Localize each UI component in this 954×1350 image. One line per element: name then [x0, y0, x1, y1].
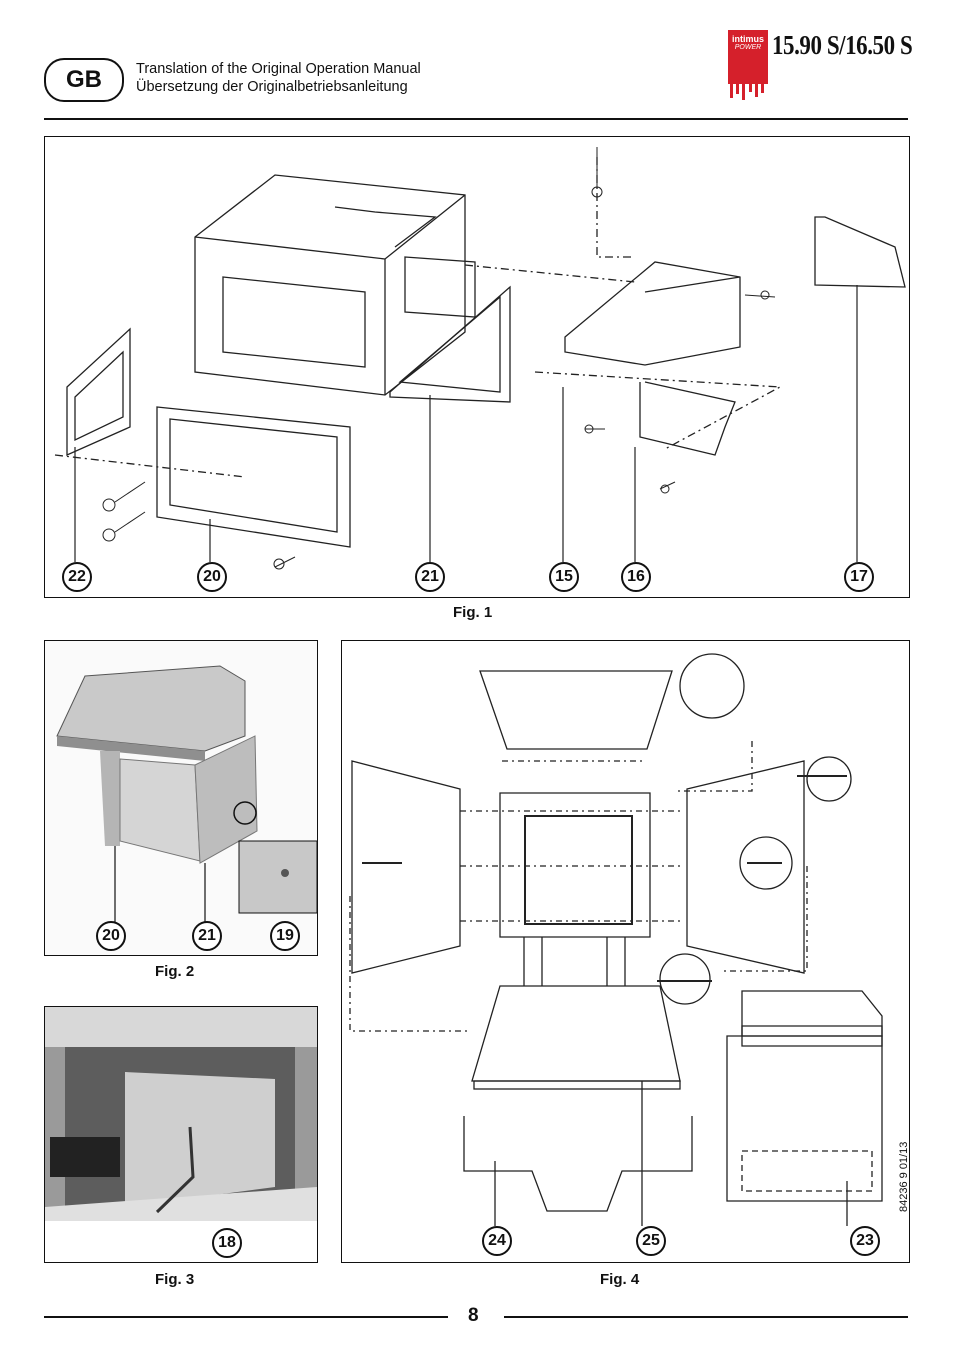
callout-21: 21 [415, 562, 445, 592]
footer-rule-left [44, 1316, 448, 1318]
fig4-drawing [349, 653, 883, 1226]
callout-16: 16 [621, 562, 651, 592]
document-code: 84236 9 01/13 [898, 1141, 910, 1212]
callout-17: 17 [844, 562, 874, 592]
callout-23: 23 [850, 1226, 880, 1256]
fig3-photo [45, 1007, 317, 1262]
fig1-panel: 22 20 21 15 16 17 [44, 136, 910, 598]
callout-25: 25 [636, 1226, 666, 1256]
language-badge: GB [44, 58, 124, 102]
fig2-caption: Fig. 2 [155, 963, 195, 980]
callout-15: 15 [549, 562, 579, 592]
fig1-caption: Fig. 1 [453, 604, 493, 621]
fig4-panel: 24 25 23 [341, 640, 910, 1263]
logo-brand-text: intimus [731, 34, 764, 44]
subtitle-line-2: Übersetzung der Originalbetriebsanleitun… [136, 79, 408, 95]
shred-strips-icon [730, 84, 764, 100]
callout-22: 22 [62, 562, 92, 592]
logo-sub-text: POWER [734, 44, 762, 51]
fig3-caption: Fig. 3 [155, 1271, 195, 1288]
subtitle-line-1: Translation of the Original Operation Ma… [136, 61, 421, 77]
fig1-drawing [54, 147, 906, 570]
model-title: 15.90 S/16.50 S [772, 30, 913, 60]
fig2-photo [45, 641, 317, 955]
fig2-panel: 20 21 19 [44, 640, 318, 956]
callout-21: 21 [192, 921, 222, 951]
header-rule [44, 118, 908, 120]
fig4-caption: Fig. 4 [600, 1271, 640, 1288]
callout-20: 20 [197, 562, 227, 592]
callout-24: 24 [482, 1226, 512, 1256]
intimus-logo: intimus POWER [728, 30, 768, 100]
callout-20: 20 [96, 921, 126, 951]
footer-rule-right [504, 1316, 908, 1318]
callout-19: 19 [270, 921, 300, 951]
fig3-panel: 18 [44, 1006, 318, 1263]
callout-18: 18 [212, 1228, 242, 1258]
header-subtitle: Translation of the Original Operation Ma… [136, 60, 421, 96]
page-number: 8 [468, 1305, 479, 1326]
